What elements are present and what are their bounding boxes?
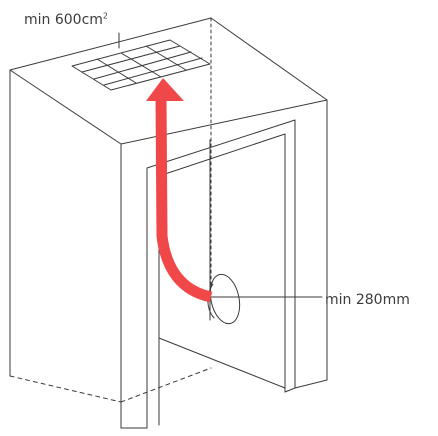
door-frame-outer bbox=[146, 119, 296, 429]
door-frame-inner bbox=[158, 133, 286, 426]
interior-floor-back bbox=[158, 337, 286, 389]
side-thickness-bottom bbox=[294, 379, 328, 389]
door-frame-bottom bbox=[284, 387, 296, 393]
hidden-floor-back bbox=[120, 367, 212, 403]
vent-area-label: min 600cm2 bbox=[24, 11, 109, 28]
duct-diameter-label: min 280mm bbox=[325, 292, 410, 308]
vent-area-superscript: 2 bbox=[102, 11, 109, 21]
hidden-floor-left bbox=[9, 375, 122, 403]
upward-curved-arrow-icon bbox=[146, 78, 213, 303]
grid-vent-icon bbox=[71, 39, 211, 91]
circular-duct-icon bbox=[207, 273, 241, 325]
vent-area-text: min 600cm bbox=[24, 12, 103, 28]
